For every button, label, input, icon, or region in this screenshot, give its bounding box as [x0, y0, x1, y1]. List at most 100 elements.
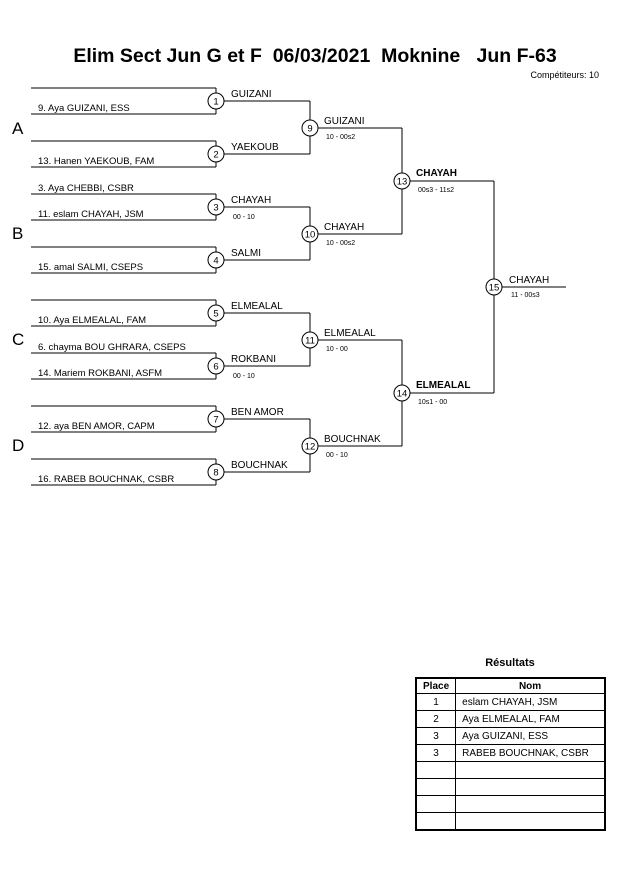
competitor-entry: 14. Mariem ROKBANI, ASFM	[38, 368, 162, 379]
result-name: RABEB BOUCHNAK, CSBR	[455, 744, 606, 762]
match-11-winner: ELMEALAL	[324, 328, 376, 339]
match-4-winner: SALMI	[231, 248, 261, 259]
match-5-winner: ELMEALAL	[231, 301, 283, 312]
match-3-circle	[207, 198, 225, 216]
match-14-score: 10s1 - 00	[418, 399, 447, 406]
match-4-circle-number: 4	[213, 256, 218, 267]
match-7-circle-number: 7	[213, 415, 218, 426]
pool-label-b: B	[12, 224, 23, 243]
match-1-winner: GUIZANI	[231, 89, 272, 100]
match-6-circle	[207, 357, 225, 375]
match-13-score: 00s3 - 11s2	[418, 187, 454, 194]
match-10-circle	[301, 225, 319, 243]
match-3-circle-number: 3	[213, 203, 218, 214]
match-15-score: 11 - 00s3	[511, 292, 540, 299]
match-9-winner: GUIZANI	[324, 116, 365, 127]
result-name	[455, 812, 606, 831]
page-title: Elim Sect Jun G et F 06/03/2021 Moknine …	[73, 45, 557, 67]
result-place	[415, 812, 457, 831]
result-name: eslam CHAYAH, JSM	[455, 693, 606, 711]
match-11-circle	[301, 331, 319, 349]
match-9-circle	[301, 119, 319, 137]
competitor-entry: 12. aya BEN AMOR, CAPM	[38, 421, 155, 432]
match-11-circle-number: 11	[305, 336, 315, 347]
competitor-entry: 16. RABEB BOUCHNAK, CSBR	[38, 474, 174, 485]
match-3-winner: CHAYAH	[231, 195, 271, 206]
match-5-circle-number: 5	[213, 309, 218, 320]
match-13-winner: CHAYAH	[416, 168, 457, 179]
match-15-circle	[485, 278, 503, 296]
place-header: Place	[415, 677, 457, 694]
result-place: 1	[415, 693, 457, 711]
match-14-circle	[393, 384, 411, 402]
result-name	[455, 795, 606, 813]
match-3-score: 00 - 10	[233, 214, 255, 221]
competitor-entry: 6. chayma BOU GHRARA, CSEPS	[38, 342, 186, 353]
match-14-circle-number: 14	[397, 389, 408, 400]
match-8-circle-number: 8	[213, 468, 218, 479]
match-12-score: 00 - 10	[326, 452, 348, 459]
competitor-entry: 11. eslam CHAYAH, JSM	[38, 209, 144, 220]
match-2-circle	[207, 145, 225, 163]
match-4-circle	[207, 251, 225, 269]
result-place: 2	[415, 710, 457, 728]
pool-label-a: A	[12, 119, 24, 138]
match-1-circle-number: 1	[213, 97, 218, 108]
match-10-score: 10 - 00s2	[326, 240, 355, 247]
match-13-circle	[393, 172, 411, 190]
match-13-circle-number: 13	[397, 177, 408, 188]
competitors-count: Compétiteurs: 10	[530, 70, 599, 80]
results-row	[415, 761, 606, 779]
competitor-entry: 9. Aya GUIZANI, ESS	[38, 103, 130, 114]
competitor-entry: 10. Aya ELMEALAL, FAM	[38, 315, 146, 326]
match-12-winner: BOUCHNAK	[324, 434, 381, 445]
match-6-score: 00 - 10	[233, 373, 255, 380]
match-2-winner: YAEKOUB	[231, 142, 279, 153]
competitor-entry: 15. amal SALMI, CSEPS	[38, 262, 143, 273]
pool-label-c: C	[12, 330, 24, 349]
match-15-winner: CHAYAH	[509, 275, 549, 286]
result-name: Aya ELMEALAL, FAM	[455, 710, 606, 728]
match-5-circle	[207, 304, 225, 322]
match-8-winner: BOUCHNAK	[231, 460, 288, 471]
competitor-entry: 3. Aya CHEBBI, CSBR	[38, 183, 134, 194]
match-6-circle-number: 6	[213, 362, 218, 373]
result-place: 3	[415, 744, 457, 762]
match-10-circle-number: 10	[305, 230, 316, 241]
results-title: Résultats	[485, 657, 535, 669]
results-row	[415, 812, 606, 831]
match-7-circle	[207, 410, 225, 428]
match-7-winner: BEN AMOR	[231, 407, 284, 418]
match-14-winner: ELMEALAL	[416, 380, 470, 391]
result-place	[415, 761, 457, 779]
result-name	[455, 761, 606, 779]
results-row	[415, 795, 606, 813]
match-2-circle-number: 2	[213, 150, 218, 161]
match-6-winner: ROKBANI	[231, 354, 276, 365]
match-15-circle-number: 15	[489, 283, 500, 294]
pool-label-d: D	[12, 436, 24, 455]
results-row	[415, 778, 606, 796]
result-place	[415, 778, 457, 796]
match-9-score: 10 - 00s2	[326, 134, 355, 141]
name-header: Nom	[455, 677, 606, 694]
match-10-winner: CHAYAH	[324, 222, 364, 233]
result-place	[415, 795, 457, 813]
match-8-circle	[207, 463, 225, 481]
result-name	[455, 778, 606, 796]
result-place: 3	[415, 727, 457, 745]
competitor-entry: 13. Hanen YAEKOUB, FAM	[38, 156, 154, 167]
match-12-circle	[301, 437, 319, 455]
match-11-score: 10 - 00	[326, 346, 348, 353]
results-header-row: Place Nom	[415, 677, 606, 694]
match-12-circle-number: 12	[305, 442, 316, 453]
match-9-circle-number: 9	[307, 124, 312, 135]
match-1-circle	[207, 92, 225, 110]
result-name: Aya GUIZANI, ESS	[455, 727, 606, 745]
